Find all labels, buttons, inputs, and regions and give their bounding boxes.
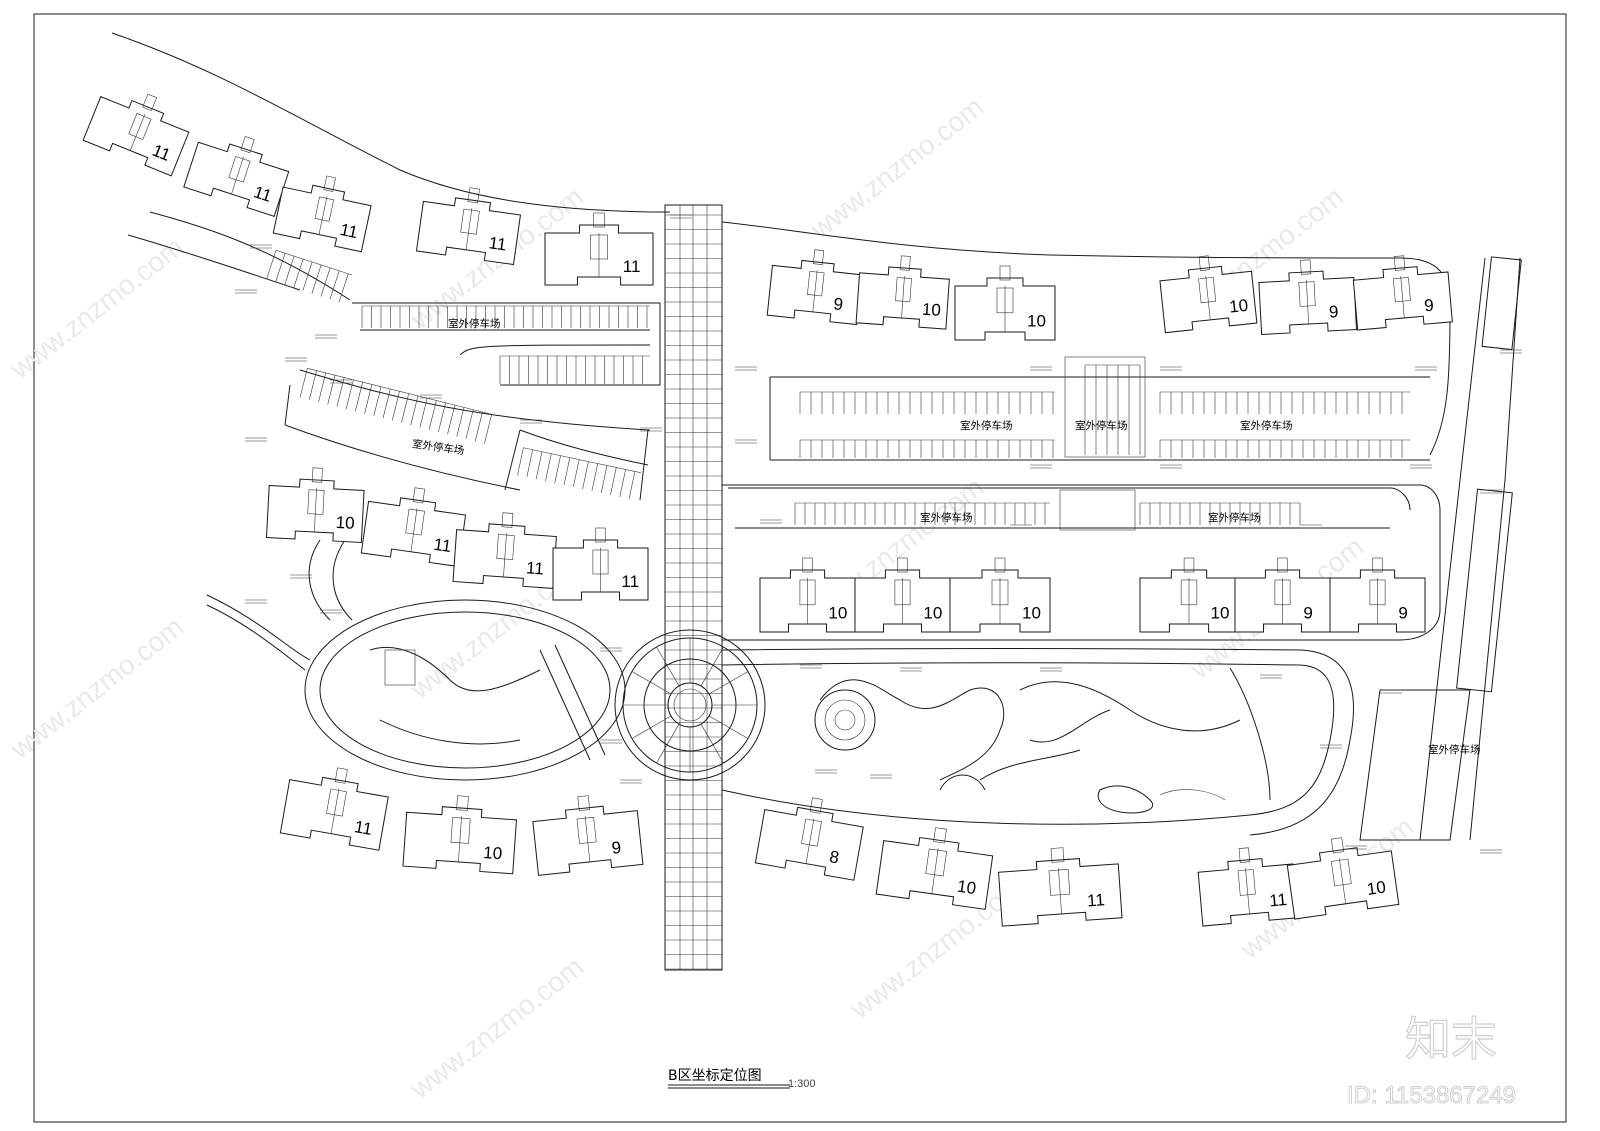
building: 11 [544,212,654,286]
building-floor-count: 10 [828,603,847,622]
building-floor-count: 10 [1211,603,1230,622]
building-floor-count: 9 [611,838,622,858]
building: 11 [272,175,372,253]
building-floor-count: 10 [483,843,503,863]
parking-label: 室外停车场 [1240,419,1293,432]
building: 10 [949,557,1051,633]
building: 10 [402,795,518,875]
parking-labels: 室外停车场 室外停车场 室外停车场 室外停车场 室外停车场 室外停车场 室外停车… [411,317,1480,756]
building-floor-count: 8 [828,847,841,867]
brand-watermark: 知末 ID: 1153867249 [1347,1011,1517,1109]
building: 11 [183,136,290,217]
building-floor-count: 11 [525,558,544,578]
building: 10 [1139,557,1239,633]
parking-label: 室外停车场 [1075,419,1128,432]
building-floor-count: 11 [488,233,508,254]
building-floor-count: 11 [251,182,274,206]
building-floor-count: 10 [923,603,942,622]
building-floor-count: 11 [338,220,359,242]
parking-label: 室外停车场 [411,437,465,457]
building: 9 [1352,255,1453,331]
building: 9 [1329,557,1426,633]
building: 10 [875,827,994,910]
building: 11 [360,487,467,568]
building-floor-count: 10 [921,300,941,320]
building: 9 [766,249,863,326]
building: 10 [855,255,950,330]
parking-label: 室外停车场 [1428,743,1481,756]
building: 10 [265,467,365,543]
watermark-text: www.znzmo.com [4,611,189,765]
building: 10 [954,265,1056,341]
building-floor-count: 11 [150,141,173,165]
brand-mark: 知末 [1405,1012,1497,1066]
parking-stalls [266,249,1410,525]
building-floor-count: 11 [623,257,641,276]
building: 11 [415,187,522,266]
coordinate-annotations [235,214,1522,854]
building: 11 [82,93,190,177]
building-floor-count: 11 [1087,890,1106,910]
building: 11 [552,527,649,601]
building-floor-count: 10 [1228,296,1249,317]
image-id: ID: 1153867249 [1347,1082,1516,1109]
building: 10 [1159,255,1258,334]
building-floor-count: 11 [1269,890,1288,910]
building: 11 [998,847,1123,927]
building: 8 [754,797,864,881]
building: 11 [1197,847,1299,927]
building: 9 [1258,259,1358,335]
building-floor-count: 9 [833,294,844,314]
building: 9 [532,795,644,876]
building: 10 [759,557,856,633]
building-floor-count: 10 [1022,603,1041,622]
building-floor-count: 9 [1303,603,1312,622]
building: 11 [452,512,557,589]
building-floor-count: 9 [1328,302,1338,321]
watermark-text: www.znzmo.com [804,91,989,245]
building-floor-count: 10 [1366,877,1387,898]
residential-buildings: 11 11 11 11 11 9 10 10 10 9 9 10 11 11 11 10 10 10 10 9 9 11 1… [82,93,1453,927]
building-floor-count: 11 [432,535,452,556]
parking-label: 室外停车场 [448,317,501,330]
building: 11 [279,767,389,851]
building-floor-count: 9 [1423,296,1434,316]
building-floor-count: 9 [1398,603,1407,622]
central-round-plaza [614,629,766,781]
drawing-frame [33,13,1567,1123]
building-floor-count: 10 [956,877,977,898]
parking-label: 室外停车场 [920,511,973,524]
building-floor-count: 11 [353,817,374,839]
drawing-scale: 1:300 [788,1078,816,1090]
watermark-text: www.znzmo.com [4,231,189,385]
parking-label: 室外停车场 [1208,511,1261,524]
drawing-title: B区坐标定位图 [668,1068,762,1084]
title-block: B区坐标定位图 1:300 [668,1068,816,1090]
building-floor-count: 10 [335,513,355,533]
parking-label: 室外停车场 [960,419,1013,432]
road-network [111,32,1522,971]
building-floor-count: 11 [621,572,639,591]
building-floor-count: 10 [1027,311,1046,330]
building: 10 [1286,837,1400,920]
watermark-text: www.znzmo.com [404,951,589,1105]
